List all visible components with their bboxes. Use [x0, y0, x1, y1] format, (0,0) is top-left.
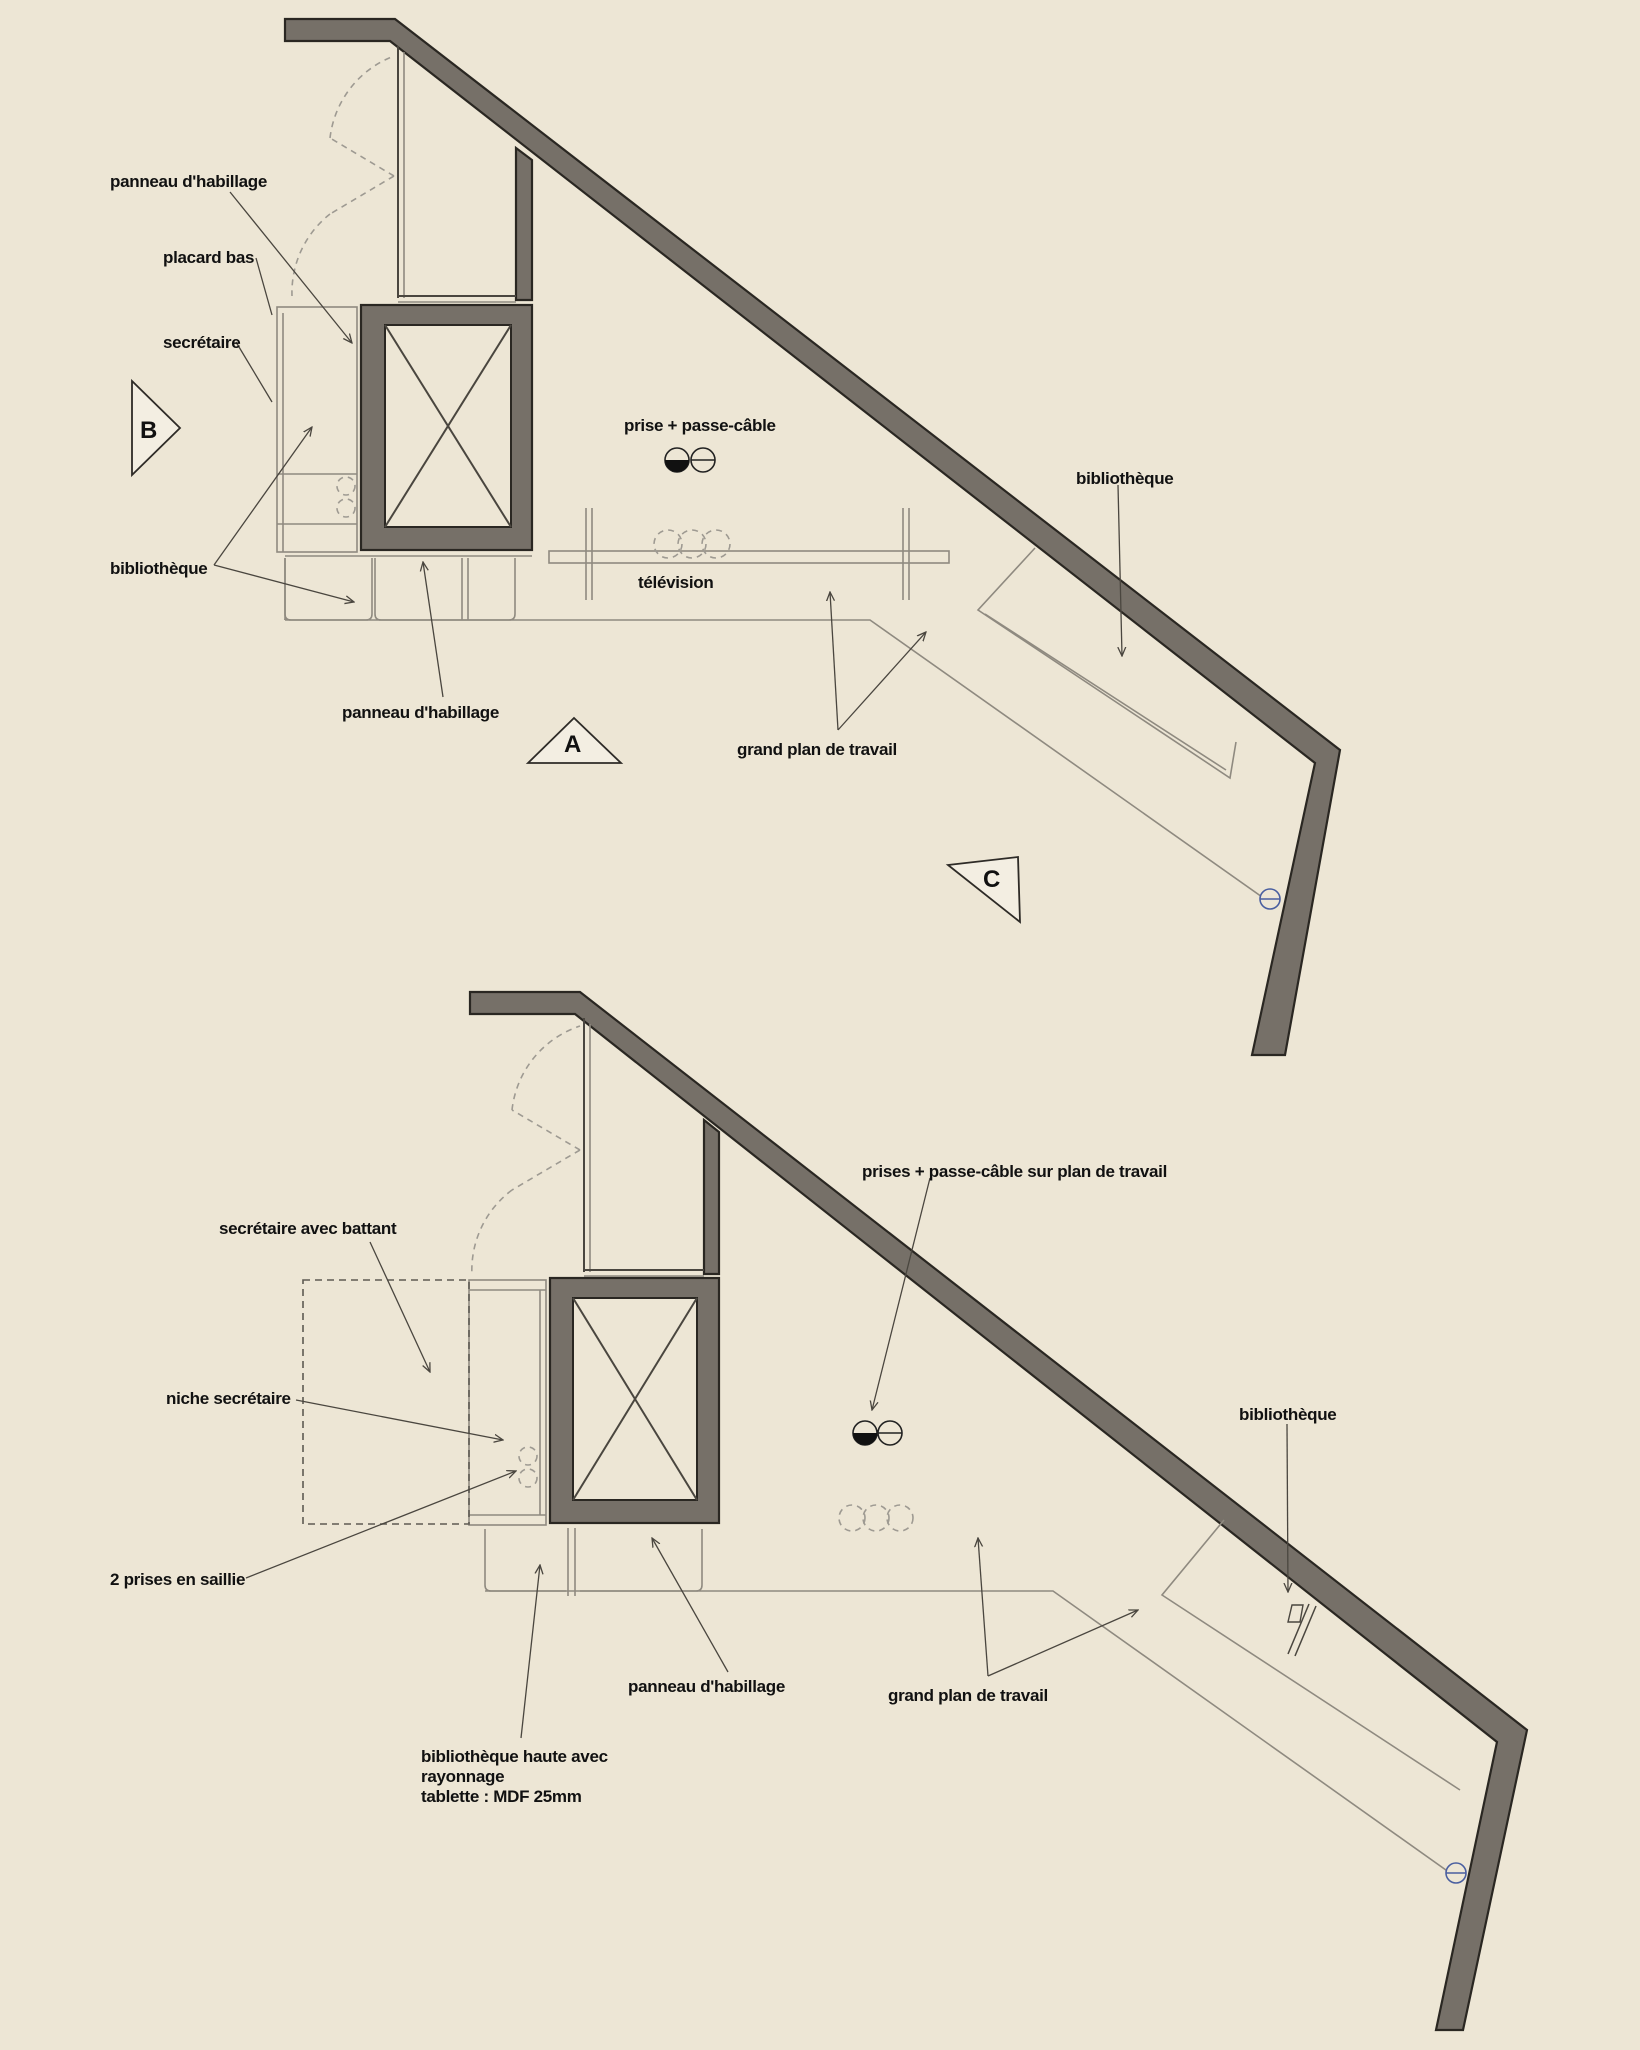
label-bibliotheque-haute-1: bibliothèque haute avec: [421, 1747, 608, 1766]
top-sloped-wall: [283, 17, 1342, 1057]
bottom-sloped-wall: [468, 990, 1529, 2032]
bottom-tv-outlets: [838, 1504, 914, 1532]
bottom-leaders: [245, 1177, 1288, 1739]
label-panneau-habillage-bottom: panneau d'habillage: [342, 703, 499, 722]
label-bibliotheque-left: bibliothèque: [110, 559, 207, 578]
top-worktop: [284, 547, 1281, 910]
label-niche-secretaire: niche secrétaire: [166, 1389, 291, 1408]
section-marker-a: A: [525, 716, 624, 764]
bottom-worktop: [485, 1519, 1467, 1884]
section-marker-b-label: B: [140, 417, 157, 444]
bottom-column: [548, 1276, 721, 1525]
label-grand-plan-de-travail: grand plan de travail: [888, 1686, 1048, 1705]
label-panneau-habillage-top: panneau d'habillage: [110, 172, 267, 191]
plan-bottom: prises + passe-câble sur plan de travail…: [110, 990, 1529, 2032]
bottom-secretaire: [302, 1279, 703, 1596]
bottom-door-swing: [471, 1025, 581, 1277]
section-marker-c: C: [945, 855, 1021, 924]
plan-top: B A C panneau d'habillage placard bas se…: [110, 17, 1342, 1057]
label-grand-plan-de-travail: grand plan de travail: [737, 740, 897, 759]
section-marker-a-label: A: [564, 731, 581, 758]
label-bibliotheque-haute-2: rayonnage: [421, 1767, 504, 1786]
label-placard-bas: placard bas: [163, 248, 254, 267]
section-marker-b: B: [131, 378, 182, 478]
label-secretaire-battant: secrétaire avec battant: [219, 1219, 397, 1238]
label-television: télévision: [638, 573, 713, 592]
top-door-swing: [291, 55, 395, 297]
top-leaders: [213, 191, 1122, 731]
top-tv-unit: [548, 508, 950, 600]
label-prises-passe-cable: prises + passe-câble sur plan de travail: [862, 1162, 1167, 1181]
section-marker-c-label: C: [983, 866, 1000, 893]
label-bibliotheque-haute-3: tablette : MDF 25mm: [421, 1787, 582, 1806]
label-bibliotheque-right: bibliothèque: [1239, 1405, 1336, 1424]
label-secretaire: secrétaire: [163, 333, 240, 352]
bottom-upper-closet: [583, 1018, 721, 1277]
top-upper-closet: [397, 46, 534, 303]
label-panneau-habillage: panneau d'habillage: [628, 1677, 785, 1696]
top-outlet-symbol: [664, 447, 716, 473]
label-prise-passe-cable: prise + passe-câble: [624, 416, 776, 435]
top-column: [359, 303, 534, 552]
label-bibliotheque-right: bibliothèque: [1076, 469, 1173, 488]
bottom-outlet-symbol: [852, 1420, 903, 1446]
label-deux-prises: 2 prises en saillie: [110, 1570, 245, 1589]
